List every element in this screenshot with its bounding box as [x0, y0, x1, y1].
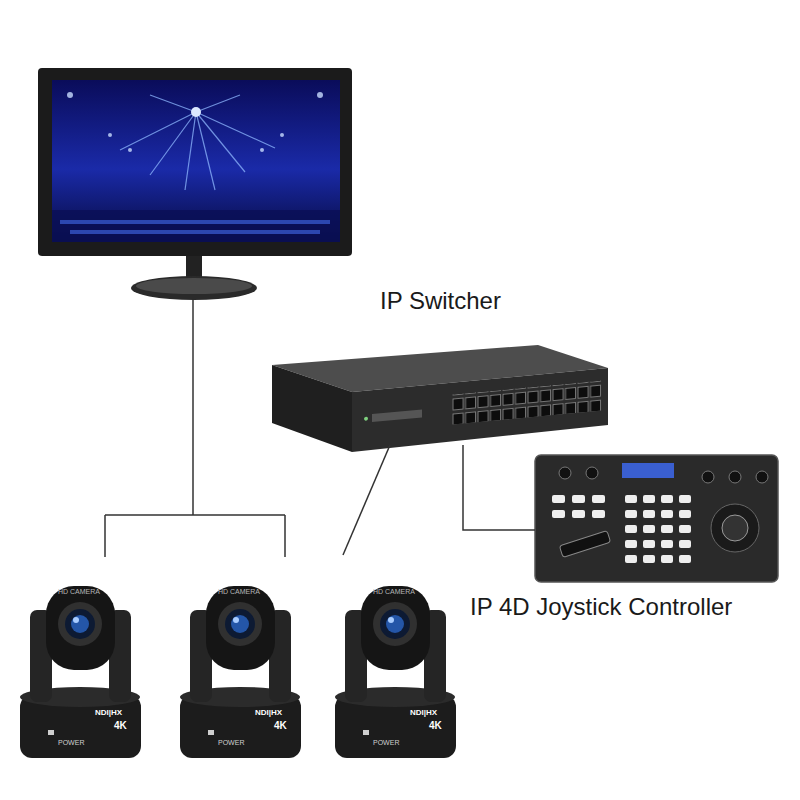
ptz-camera: HD CAMERA NDI|HX 4K POWER — [178, 555, 303, 780]
resolution-badge: 4K — [274, 720, 287, 732]
camera-brand: HD CAMERA — [218, 588, 260, 596]
network-cable — [463, 445, 535, 530]
joystick-controller: IP 4D Joystick Controller — [465, 452, 783, 630]
protocol-badge: NDI|HX — [255, 708, 282, 717]
ptz-camera: HD CAMERA NDI|HX 4K POWER — [333, 555, 458, 780]
power-label: POWER — [373, 739, 399, 747]
device-label: IP 4D Joystick Controller — [470, 593, 732, 621]
power-label: POWER — [58, 739, 84, 747]
power-label: POWER — [218, 739, 244, 747]
device-label: IP Switcher — [380, 287, 501, 315]
camera-brand: HD CAMERA — [58, 588, 100, 596]
camera-brand: HD CAMERA — [373, 588, 415, 596]
network-switch: IP Switcher — [265, 285, 615, 445]
network-cable — [343, 445, 390, 555]
ptz-camera: HD CAMERA NDI|HX 4K POWER — [18, 555, 143, 780]
protocol-badge: NDI|HX — [95, 708, 122, 717]
protocol-badge: NDI|HX — [410, 708, 437, 717]
resolution-badge: 4K — [429, 720, 442, 732]
resolution-badge: 4K — [114, 720, 127, 732]
